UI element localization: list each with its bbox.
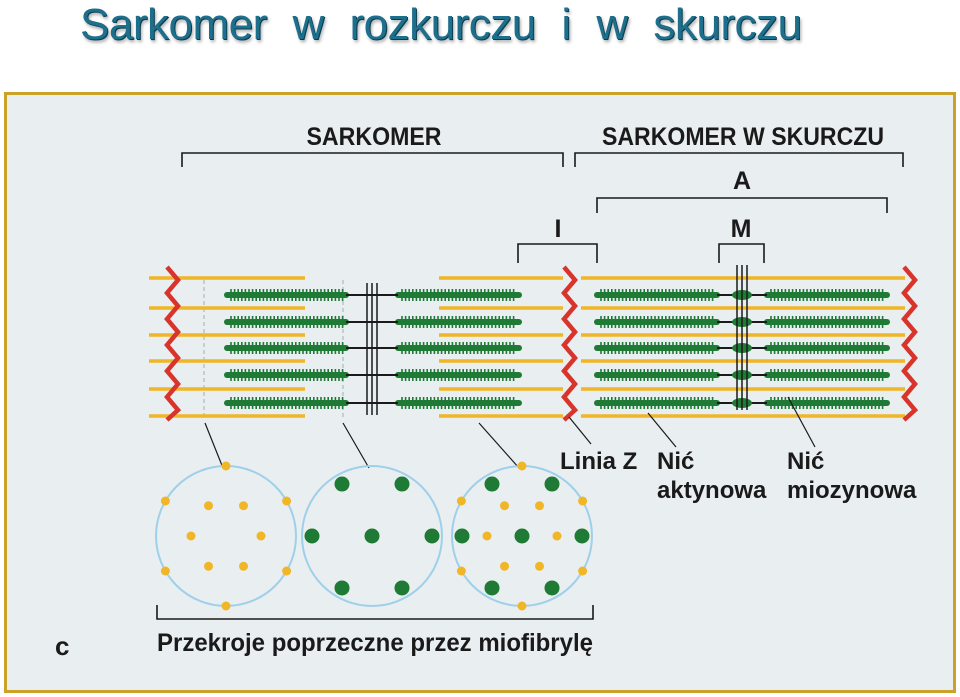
actin-dot: [500, 561, 509, 571]
myosin-heads: [770, 289, 884, 301]
myosin-heads: [600, 342, 714, 354]
z-line: [561, 265, 579, 422]
m-line-label: M: [731, 215, 752, 243]
z-line: [901, 265, 919, 422]
actin-dot: [282, 566, 292, 576]
myosin-dot: [544, 476, 560, 492]
actin-dot: [204, 501, 213, 511]
sarcomere-diagram: SARKOMER SARKOMER W SKURCZU A I M Linia …: [55, 123, 919, 661]
actin-dot: [517, 461, 527, 471]
pointer-line: [787, 396, 816, 448]
sarcomere-bracket: [181, 152, 564, 167]
myosin-dot: [484, 476, 500, 492]
myosin-heads: [770, 369, 884, 381]
myosin-heads: [600, 369, 714, 381]
pointer-line: [342, 422, 370, 469]
myosin-heads: [401, 289, 515, 301]
actin-dot: [160, 566, 170, 576]
actin-dot: [482, 531, 492, 541]
myosin-dot: [334, 476, 350, 492]
myosin-label-line2: miozynowa: [787, 477, 917, 504]
myosin-dot: [574, 528, 590, 544]
actin-dot: [186, 531, 196, 541]
a-band-label: A: [733, 167, 751, 195]
figure-frame: SARKOMER SARKOMER W SKURCZU A I M Linia …: [4, 92, 956, 693]
relaxed-sarcomere: [149, 265, 563, 422]
myosin-heads: [600, 289, 714, 301]
myosin-dot: [394, 580, 410, 596]
myosin-dot: [304, 528, 320, 544]
actin-dot: [239, 501, 248, 511]
i-band-bracket: [517, 243, 598, 263]
myosin-heads: [230, 342, 344, 354]
contracted-sarcomere: [561, 265, 919, 422]
myosin-heads: [401, 397, 515, 409]
pointer-line: [204, 422, 224, 469]
actin-dot: [282, 496, 292, 506]
myosin-dot: [334, 580, 350, 596]
actin-dot: [535, 561, 544, 571]
actin-dot: [221, 461, 231, 471]
myosin-heads: [230, 369, 344, 381]
myosin-label-line1: Nić: [787, 448, 824, 475]
myosin-heads: [770, 342, 884, 354]
myosin-dot: [544, 580, 560, 596]
panel-letter: c: [55, 631, 69, 661]
actin-dot: [456, 496, 466, 506]
myosin-heads: [600, 316, 714, 328]
pointer-line: [568, 416, 592, 445]
cross-sections-label: Przekroje poprzeczne przez miofibrylę: [157, 629, 593, 657]
actin-label-line2: aktynowa: [657, 477, 767, 504]
myosin-heads: [401, 369, 515, 381]
myosin-dot: [454, 528, 470, 544]
myosin-heads: [230, 316, 344, 328]
a-band-bracket: [596, 197, 888, 213]
myosin-heads: [401, 342, 515, 354]
myosin-heads: [600, 397, 714, 409]
myosin-dot: [364, 528, 380, 544]
myosin-heads: [230, 289, 344, 301]
pointer-line: [647, 412, 677, 448]
cross-section-circle: [301, 465, 443, 607]
contracted-sarcomere-bracket: [574, 152, 904, 167]
cross-section-circle: [155, 465, 297, 607]
actin-dot: [239, 561, 248, 571]
sarcomere-label: SARKOMER: [307, 123, 442, 151]
actin-dot: [456, 566, 466, 576]
actin-dot: [221, 601, 231, 611]
z-line: [164, 265, 182, 422]
actin-dot: [578, 566, 588, 576]
myosin-dot: [394, 476, 410, 492]
contracted-sarcomere-label: SARKOMER W SKURCZU: [602, 123, 884, 151]
brackets: [156, 152, 904, 620]
pointer-line: [478, 422, 520, 469]
myosin-dot: [424, 528, 440, 544]
myosin-heads: [401, 316, 515, 328]
actin-dot: [204, 561, 213, 571]
actin-dot: [500, 501, 509, 511]
pointer-lines: [204, 396, 816, 469]
cross-sections: [155, 461, 593, 611]
myosin-heads: [230, 397, 344, 409]
i-band-label: I: [555, 215, 562, 243]
actin-dot: [578, 496, 588, 506]
m-line-bracket: [718, 243, 765, 263]
myosin-dot: [514, 528, 530, 544]
myosin-heads: [770, 397, 884, 409]
actin-dot: [517, 601, 527, 611]
myosin-heads: [770, 316, 884, 328]
actin-dot: [552, 531, 562, 541]
slide-title: Sarkomer w rozkurczu i w skurczu: [80, 0, 802, 49]
actin-dot: [535, 501, 544, 511]
actin-dot: [160, 496, 170, 506]
actin-dot: [256, 531, 266, 541]
myosin-dot: [484, 580, 500, 596]
cross-sections-bracket: [156, 605, 594, 620]
z-line-label: Linia Z: [560, 448, 637, 475]
actin-label-line1: Nić: [657, 448, 694, 475]
